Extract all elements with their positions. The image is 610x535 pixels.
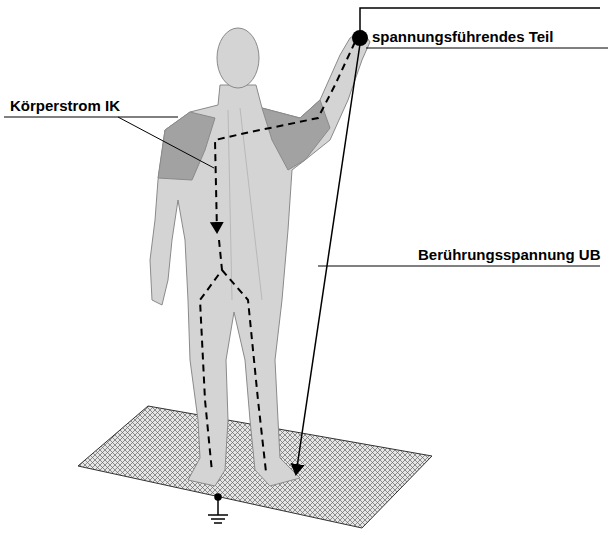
voltage-label: Berührungsspannung UB xyxy=(418,246,601,264)
voltage-arrow xyxy=(296,44,360,474)
part-label: spannungsführendes Teil xyxy=(372,28,553,46)
current-path xyxy=(200,42,355,472)
live-part xyxy=(352,8,600,46)
leader-lines xyxy=(4,48,608,266)
person-silhouette xyxy=(150,28,370,486)
ground-symbol xyxy=(208,494,228,523)
current-label: Körperstrom IK xyxy=(10,97,120,115)
